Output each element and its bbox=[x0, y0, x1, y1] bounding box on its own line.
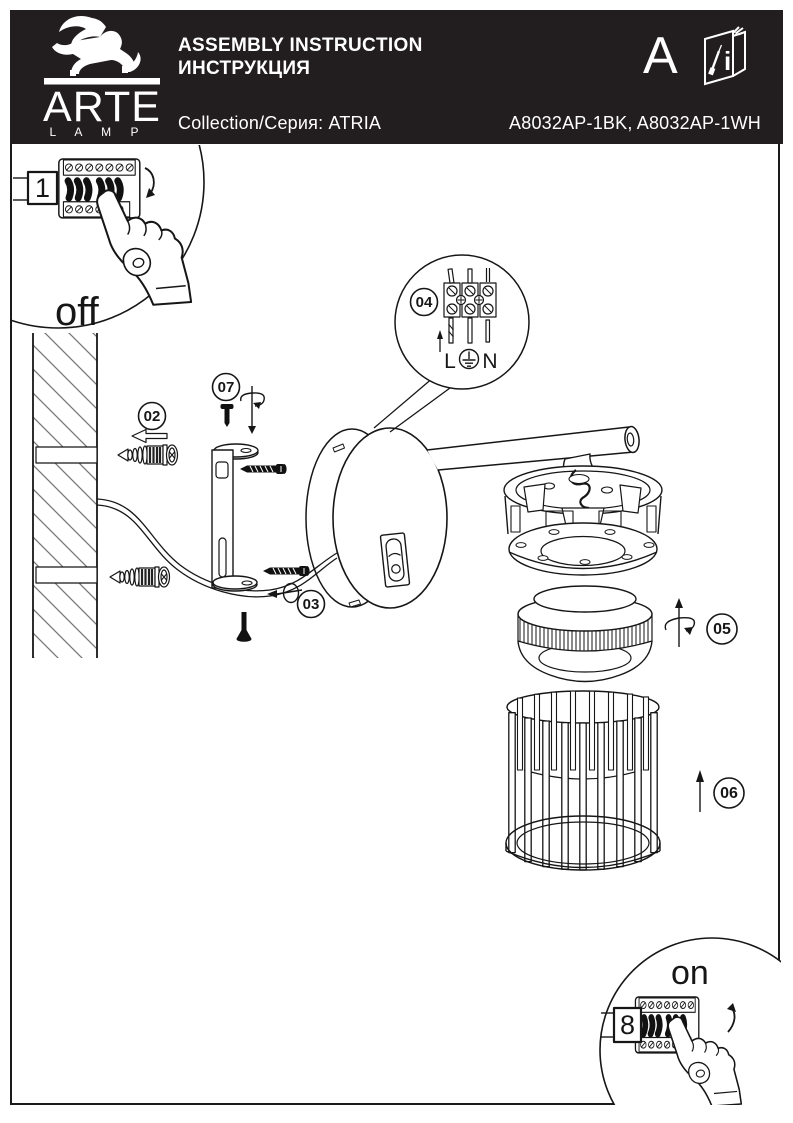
booklet-i-letter: i bbox=[724, 46, 731, 76]
wire-insert-arrow bbox=[437, 330, 443, 352]
step-number-off: 1 bbox=[35, 173, 50, 203]
cone-head-screw bbox=[236, 612, 252, 642]
grub-screw bbox=[220, 404, 234, 427]
svg-text:02: 02 bbox=[144, 408, 161, 425]
svg-text:07: 07 bbox=[218, 379, 235, 396]
step-number-box-off bbox=[26, 170, 59, 206]
wall-section bbox=[32, 333, 98, 658]
insert-left-arrow bbox=[131, 428, 168, 444]
part-marker-02: 02 bbox=[137, 401, 167, 431]
shade-back-slats bbox=[516, 690, 650, 771]
part-marker-05: 05 bbox=[706, 613, 738, 645]
screw-rotation-icon-07 bbox=[240, 386, 265, 434]
canopy bbox=[305, 427, 448, 609]
terminal-block bbox=[443, 268, 497, 344]
brand-logo: ARTE L A M P bbox=[26, 12, 178, 142]
part-marker-06: 06 bbox=[713, 777, 745, 809]
bulb-rib-band bbox=[519, 614, 649, 651]
header: ARTE L A M P ASSEMBLY INSTRUCTION ИНСТРУ… bbox=[10, 10, 783, 144]
bracket-slot bbox=[218, 537, 227, 578]
part-marker-04: 04 bbox=[409, 287, 439, 317]
wall-anchor-bottom bbox=[109, 566, 171, 588]
doc-letter: A bbox=[643, 27, 678, 85]
bracket-screw-top bbox=[240, 464, 287, 474]
model-codes: A8032AP-1BK, A8032AP-1WH bbox=[509, 113, 761, 133]
wiring-callout: L N 04 bbox=[373, 254, 530, 433]
hand-pointing-icon-off bbox=[96, 189, 193, 306]
terminal-label-l: L bbox=[444, 350, 456, 373]
supply-wire bbox=[96, 498, 338, 598]
rocker-switch bbox=[379, 532, 411, 588]
shade-front-slats bbox=[508, 712, 658, 871]
wall-anchor-top bbox=[117, 444, 179, 466]
canopy-keyhole-top bbox=[332, 443, 345, 453]
terminal-label-n: N bbox=[482, 350, 497, 373]
part-marker-07: 07 bbox=[211, 372, 241, 402]
part-marker-03: 03 bbox=[296, 589, 326, 619]
svg-text:04: 04 bbox=[416, 294, 433, 311]
step-number-box-on bbox=[612, 1006, 643, 1044]
flip-down-arrow bbox=[144, 167, 155, 198]
wire-earth bbox=[467, 317, 473, 344]
drill-hole-bottom bbox=[35, 566, 98, 584]
step-number-on: 8 bbox=[620, 1010, 635, 1040]
gx53-bulb bbox=[517, 585, 653, 683]
power-on-callout: on bbox=[599, 937, 781, 1105]
mounting-bracket bbox=[211, 443, 259, 592]
earth-ground-icon bbox=[458, 348, 480, 370]
screw-rotation-icon-03 bbox=[267, 582, 303, 604]
logo-divider-bar bbox=[44, 78, 160, 85]
collection-label: Collection/Серия: ATRIA bbox=[178, 113, 382, 133]
title-en: ASSEMBLY INSTRUCTION bbox=[178, 35, 423, 56]
instruction-booklet-icon: i bbox=[702, 26, 752, 93]
drill-hole-top bbox=[35, 446, 98, 464]
lamp-head bbox=[503, 453, 663, 576]
brand-sub: L A M P bbox=[50, 125, 147, 139]
bracket-screw-hole bbox=[215, 461, 229, 479]
title-ru: ИНСТРУКЦИЯ bbox=[178, 58, 311, 79]
doc-titles: ASSEMBLY INSTRUCTION ИНСТРУКЦИЯ bbox=[178, 34, 423, 80]
flange-holes bbox=[515, 529, 655, 565]
wire-n bbox=[485, 319, 491, 343]
on-label: on bbox=[671, 954, 709, 992]
off-label: off bbox=[55, 290, 100, 334]
bracket-screw-bottom bbox=[263, 566, 310, 576]
flip-up-arrow bbox=[727, 1003, 736, 1033]
winged-lion-icon bbox=[52, 15, 141, 76]
bulb-rotation-icon bbox=[664, 598, 696, 647]
svg-text:03: 03 bbox=[303, 596, 320, 613]
shade bbox=[505, 690, 661, 871]
wire-l bbox=[448, 317, 454, 344]
hand-pointing-icon-on bbox=[667, 1016, 743, 1105]
svg-text:05: 05 bbox=[713, 621, 731, 638]
canopy-keyhole-bottom bbox=[348, 599, 361, 608]
lamp-arm bbox=[426, 425, 640, 471]
brand-name: ARTE bbox=[43, 83, 161, 131]
power-off-callout: 1 off bbox=[12, 145, 205, 334]
shade-up-arrow bbox=[696, 770, 704, 812]
svg-text:06: 06 bbox=[720, 785, 738, 802]
